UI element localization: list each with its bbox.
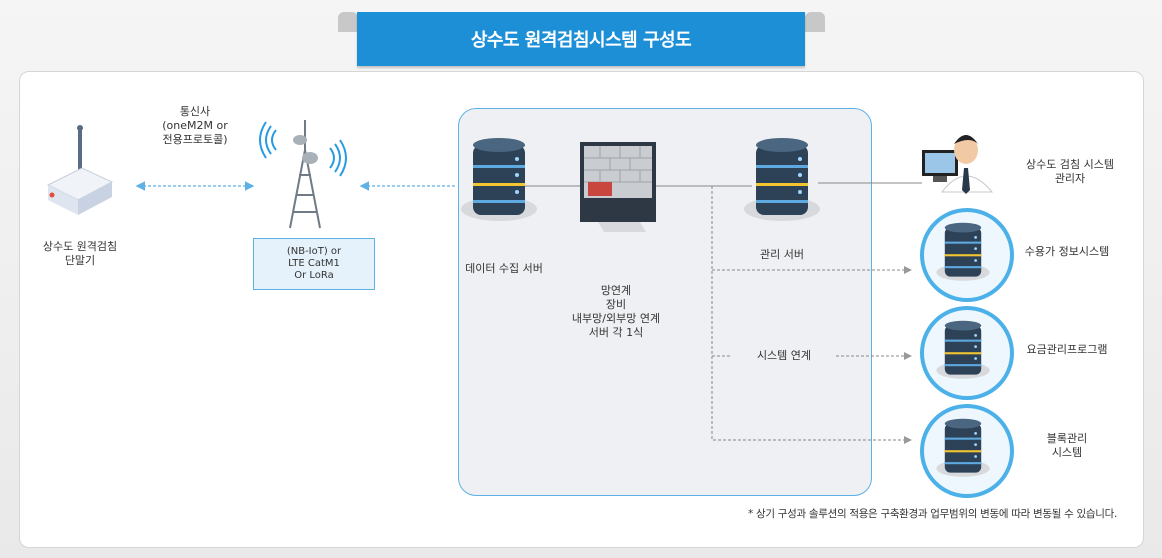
system-ring-1 (920, 208, 1014, 302)
firewall-icon (580, 142, 656, 232)
network-type-box: (NB-IoT) or LTE CatM1 Or LoRa (253, 238, 375, 290)
system-server-icon-1 (936, 222, 990, 281)
cell-tower-icon (259, 120, 347, 229)
system-3-label: 블록관리 시스템 (1046, 432, 1088, 459)
terminal-label: 상수도 원격검침 단말기 (42, 240, 118, 267)
firewall-label: 망연계 장비 내부망/외부망 연계 서버 각 1식 (571, 284, 661, 339)
system-server-icon-3 (936, 418, 990, 477)
title-tab-right (805, 12, 825, 32)
terminal-device-icon (46, 125, 114, 215)
mgmt-server-label: 관리 서버 (760, 248, 804, 261)
data-server-label: 데이터 수집 서버 (465, 262, 543, 275)
admin-label: 상수도 검침 시스템 관리자 (1026, 158, 1114, 185)
system-1-label: 수용가 정보시스템 (1024, 245, 1110, 258)
carrier-label: 통신사 (oneM2M or 전용프로토콜) (162, 105, 228, 146)
system-link-label: 시스템 연계 (756, 349, 812, 362)
title-tab-left (338, 12, 358, 32)
page-title: 상수도 원격검침시스템 구성도 (357, 12, 805, 66)
system-link-trunk (711, 186, 912, 444)
system-2-label: 요금관리프로그램 (1026, 343, 1108, 356)
network-type-label: (NB-IoT) or LTE CatM1 Or LoRa (286, 246, 342, 281)
footnote: * 상기 구성과 솔루션의 적용은 구축환경과 업무범위의 변동에 따라 변동될… (748, 508, 1118, 520)
system-server-icon-2 (936, 320, 990, 379)
administrator-icon (922, 135, 994, 194)
